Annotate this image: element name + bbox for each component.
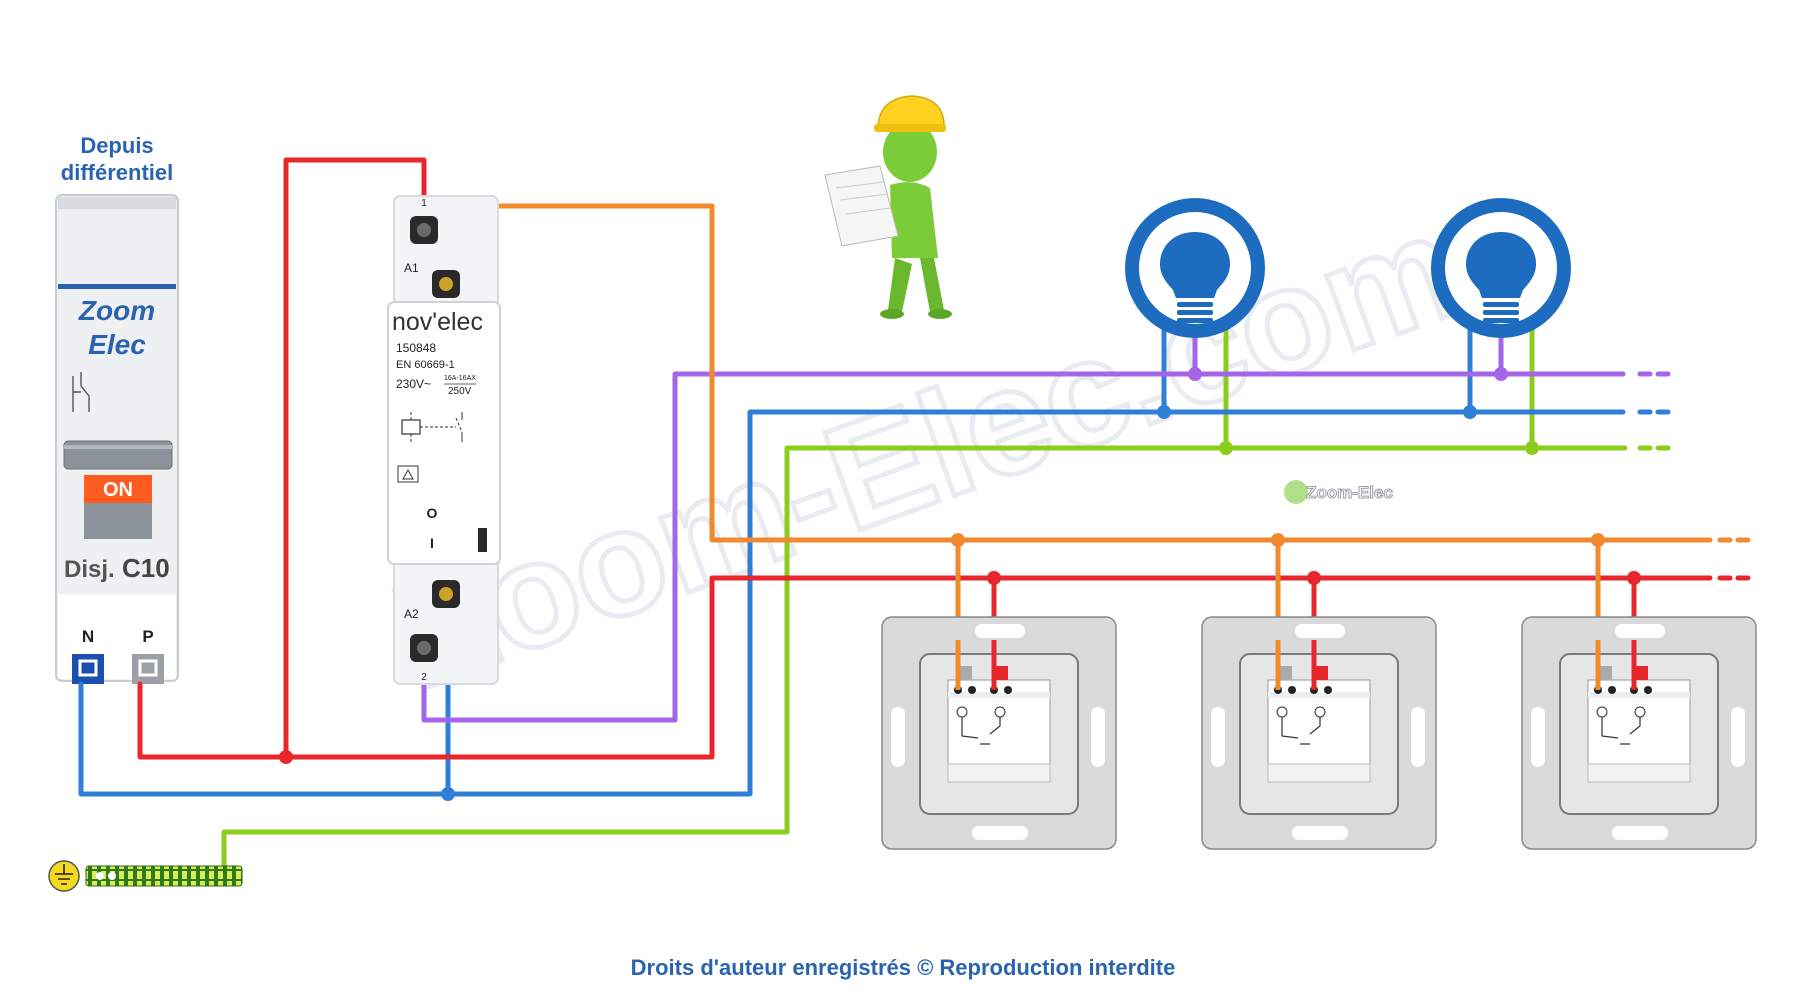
relay-terminal-a2: A2 bbox=[404, 607, 419, 621]
relay-standard: EN 60669-1 bbox=[396, 359, 455, 371]
impulse-relay: 1 A1 A2 2 nov'elec 150848 EN 60669-1 230… bbox=[387, 195, 501, 685]
breaker-header-line1: Depuis bbox=[80, 133, 153, 158]
relay-rated-voltage: 250V bbox=[448, 386, 472, 397]
lamp-feed-wire bbox=[421, 371, 1626, 723]
switch-wire-tips bbox=[955, 640, 1637, 690]
neutral-wire-main bbox=[78, 409, 1626, 797]
watermark-small-logo: Zoom-Elec bbox=[1284, 480, 1393, 504]
lamp-icon bbox=[1160, 232, 1230, 323]
relay-current-rating: 16A-16AX bbox=[444, 375, 476, 382]
breaker-rating: C10 bbox=[122, 553, 170, 583]
relay-brand: nov'elec bbox=[392, 308, 483, 336]
earth-wire-main bbox=[221, 445, 1626, 878]
lamp-icon bbox=[1466, 232, 1536, 323]
lamp-2 bbox=[1431, 198, 1571, 338]
breaker-terminal-p: P bbox=[142, 627, 153, 646]
breaker-rating-prefix: Disj. bbox=[64, 556, 115, 583]
relay-voltage: 230V~ bbox=[396, 377, 431, 391]
worker-figure-icon bbox=[824, 95, 952, 319]
earth-symbol-icon bbox=[48, 860, 80, 892]
relay-terminal-1: 1 bbox=[421, 198, 427, 209]
relay-mark-off: O bbox=[427, 505, 438, 521]
push-button-2 bbox=[1201, 616, 1437, 850]
lamp-1 bbox=[1125, 198, 1265, 338]
relay-terminal-a1: A1 bbox=[404, 261, 419, 275]
push-button-1 bbox=[881, 616, 1117, 850]
copyright-footer: Droits d'auteur enregistrés © Reproducti… bbox=[631, 955, 1176, 980]
circuit-breaker: Depuis différentiel Zoom Elec ON Disj. C… bbox=[55, 133, 179, 684]
watermark-small: Zoom-Elec bbox=[1306, 483, 1393, 502]
junction-dots bbox=[279, 367, 1641, 801]
relay-terminal-2: 2 bbox=[421, 672, 427, 683]
relay-model: 150848 bbox=[396, 341, 436, 355]
breaker-header-line2: différentiel bbox=[61, 160, 173, 185]
relay-mark-on: I bbox=[430, 535, 434, 551]
breaker-brand-line2: Elec bbox=[88, 329, 146, 360]
phase-wire-relay bbox=[283, 157, 427, 760]
wires bbox=[78, 157, 1751, 878]
earth-terminal-block bbox=[48, 860, 243, 892]
breaker-brand-line1: Zoom bbox=[78, 295, 155, 326]
breaker-status: ON bbox=[103, 479, 133, 501]
push-button-3 bbox=[1521, 616, 1757, 850]
phase-wire-main bbox=[137, 575, 1713, 760]
breaker-terminal-n: N bbox=[82, 627, 94, 646]
